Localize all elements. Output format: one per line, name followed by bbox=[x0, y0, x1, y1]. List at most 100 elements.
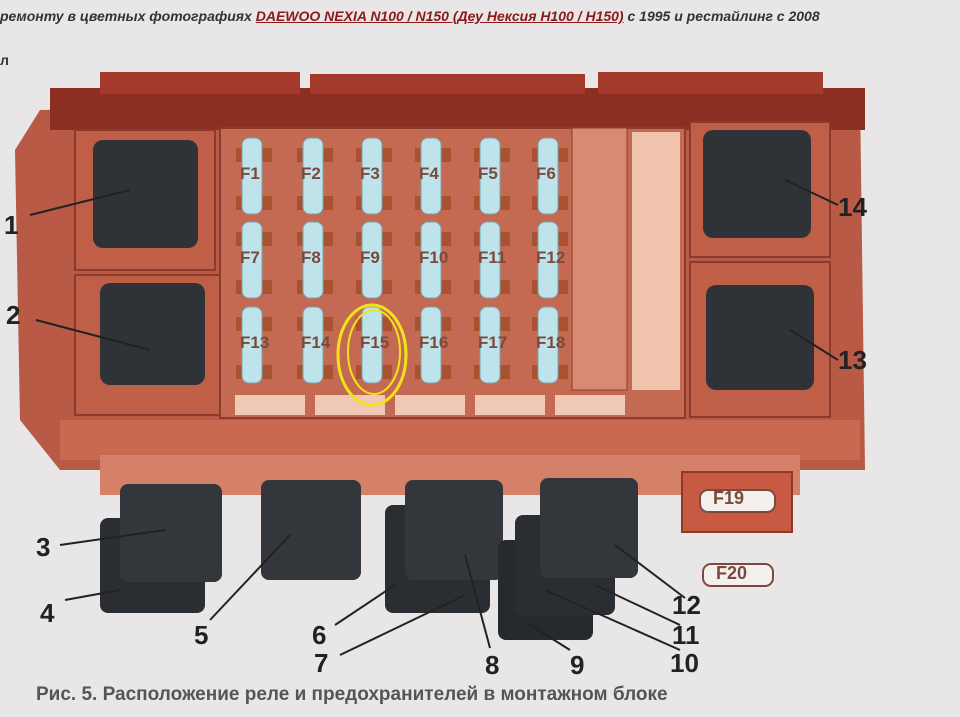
callout-14: 14 bbox=[838, 192, 867, 222]
fuse-clip bbox=[356, 365, 366, 379]
fuse-clip bbox=[532, 232, 542, 246]
fuse-clip bbox=[500, 232, 510, 246]
fuse-clip bbox=[323, 365, 333, 379]
fuse-clip bbox=[297, 148, 307, 162]
fuse-f10 bbox=[420, 221, 442, 299]
fuse-label-f18: F18 bbox=[536, 333, 566, 352]
fuse-f17 bbox=[479, 306, 501, 384]
callout-4: 4 bbox=[40, 598, 55, 628]
fuse-clip bbox=[532, 365, 542, 379]
fuse-label-f1: F1 bbox=[240, 164, 260, 183]
fuse-clip bbox=[356, 317, 366, 331]
callout-6: 6 bbox=[312, 620, 327, 650]
fuse-clip bbox=[323, 232, 333, 246]
fuse-f11 bbox=[479, 221, 501, 299]
callout-10: 10 bbox=[670, 648, 699, 678]
pad bbox=[475, 395, 545, 415]
fuse-clip bbox=[297, 196, 307, 210]
fuse-f16 bbox=[420, 306, 442, 384]
leader-1 bbox=[29, 189, 131, 216]
fuse-clip bbox=[441, 317, 451, 331]
fuse-clip bbox=[415, 365, 425, 379]
fuse-f12 bbox=[537, 221, 559, 299]
fuse-clip bbox=[236, 280, 246, 294]
relay-3 bbox=[120, 484, 222, 582]
spare-slots-column bbox=[571, 127, 628, 391]
fuse-clip bbox=[558, 232, 568, 246]
header-link[interactable]: DAEWOO NEXIA N100 / N150 (Деу Нексия Н10… bbox=[255, 8, 624, 24]
fuse-clip bbox=[474, 317, 484, 331]
fuse-clip bbox=[236, 196, 246, 210]
fuse-clip bbox=[441, 280, 451, 294]
fuse-clip bbox=[474, 365, 484, 379]
fuse-clip bbox=[532, 280, 542, 294]
fuse-clip bbox=[382, 317, 392, 331]
callout-7: 7 bbox=[314, 648, 329, 678]
leader-2 bbox=[35, 319, 151, 351]
fuse-clip bbox=[532, 196, 542, 210]
fuse-clip bbox=[356, 280, 366, 294]
fuse-f4 bbox=[420, 137, 442, 215]
fuse-clip bbox=[297, 317, 307, 331]
fuse-clip bbox=[415, 148, 425, 162]
leader-10 bbox=[544, 589, 681, 651]
fuse-clip bbox=[236, 232, 246, 246]
fuse-f14 bbox=[302, 306, 324, 384]
fuse-clip bbox=[558, 317, 568, 331]
header-prefix: ремонту в цветных фотографиях bbox=[0, 8, 256, 24]
fuse-label-f3: F3 bbox=[360, 164, 380, 183]
fuse-clip bbox=[323, 148, 333, 162]
fuse-clip bbox=[500, 196, 510, 210]
callout-5: 5 bbox=[194, 620, 209, 650]
fuse-clip bbox=[356, 196, 366, 210]
housing-top-rail-upper bbox=[310, 74, 585, 94]
leader-5 bbox=[209, 534, 291, 621]
fuse-f6 bbox=[537, 137, 559, 215]
fuse-clip bbox=[500, 280, 510, 294]
fuse-layer bbox=[236, 137, 568, 384]
fuse-f5 bbox=[479, 137, 501, 215]
fuse-f7 bbox=[241, 221, 263, 299]
fuse-label-f19: F19 bbox=[713, 488, 745, 508]
fuse-label-f10: F10 bbox=[419, 248, 449, 267]
fuse-f20 bbox=[702, 563, 774, 587]
fuse-clip bbox=[382, 148, 392, 162]
pad bbox=[315, 395, 385, 415]
fuse-label-f12: F12 bbox=[536, 248, 566, 267]
fuse-clip bbox=[500, 148, 510, 162]
fuse-clip bbox=[558, 196, 568, 210]
fuse-label-f20: F20 bbox=[716, 563, 748, 583]
fuse-label-f13: F13 bbox=[240, 333, 270, 352]
fuse-clip bbox=[262, 365, 272, 379]
fuse-label-f9: F9 bbox=[360, 248, 380, 267]
leader-4 bbox=[64, 589, 121, 601]
relay-12 bbox=[540, 478, 638, 578]
fuse-clip bbox=[262, 317, 272, 331]
pad bbox=[555, 395, 625, 415]
callout-9: 9 bbox=[570, 650, 585, 680]
fuse-clip bbox=[441, 365, 451, 379]
fuse-label-f8: F8 bbox=[301, 248, 321, 267]
relay-6 bbox=[405, 480, 503, 580]
leader-lines bbox=[29, 179, 839, 656]
fuse-label-f15: F15 bbox=[360, 333, 390, 352]
fuse-label-f6: F6 bbox=[536, 164, 556, 183]
header-suffix: с 1995 и рестайлинг с 2008 bbox=[623, 8, 820, 24]
fuse-label-f16: F16 bbox=[419, 333, 449, 352]
leader-9 bbox=[529, 624, 571, 651]
fuse-clip bbox=[262, 196, 272, 210]
fuse-clip bbox=[323, 280, 333, 294]
fuse-clip bbox=[441, 196, 451, 210]
callout-1: 1 bbox=[4, 210, 19, 240]
fuse-clip bbox=[500, 317, 510, 331]
fuse-clip bbox=[262, 232, 272, 246]
fuse-clip bbox=[474, 148, 484, 162]
spare-slot-strip bbox=[632, 132, 680, 390]
callout-3: 3 bbox=[36, 532, 51, 562]
leader-12 bbox=[614, 544, 686, 599]
leader-13 bbox=[789, 329, 839, 361]
page-header: ремонту в цветных фотографиях DAEWOO NEX… bbox=[0, 8, 960, 24]
callout-8: 8 bbox=[485, 650, 500, 680]
fuse-clip bbox=[474, 196, 484, 210]
